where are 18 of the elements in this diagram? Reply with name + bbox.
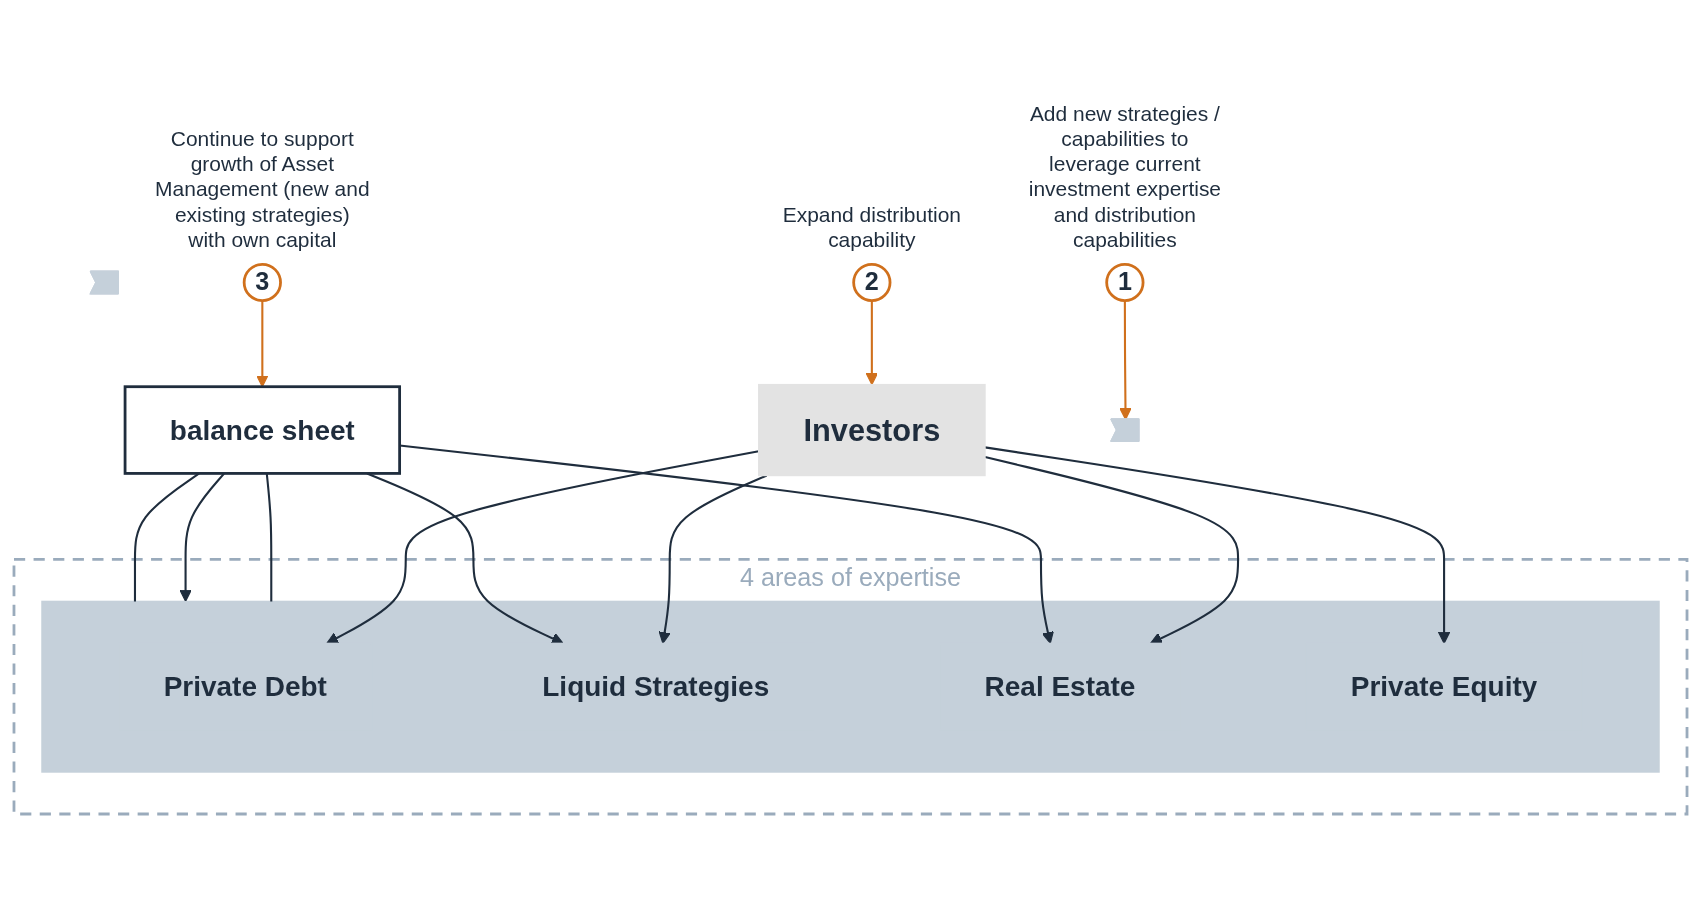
node-text: Private Equity bbox=[1350, 671, 1538, 703]
callout-text: Continue to support growth of Asset Management (new and existing strategies) with own capital bbox=[155, 127, 370, 251]
connector bbox=[265, 473, 273, 602]
arrow bbox=[399, 444, 1054, 644]
node-text: Private Debt bbox=[163, 671, 327, 703]
node-box: balance sheet bbox=[123, 385, 401, 475]
node-text: Liquid Strategies bbox=[542, 671, 770, 703]
node-text: Real Estate bbox=[984, 671, 1136, 703]
node-circle: 2 bbox=[852, 262, 892, 303]
callout-text: Expand distribution capability bbox=[782, 202, 962, 251]
node-circle: 3 bbox=[242, 262, 282, 303]
callout-text: Add new strategies / capabilities to leverage current investment expertise and distribution capabilities bbox=[1028, 101, 1222, 251]
arrow bbox=[658, 474, 768, 644]
node-circle: 1 bbox=[1105, 262, 1145, 303]
cluster bbox=[41, 600, 1660, 773]
arrow bbox=[865, 300, 878, 386]
arrow bbox=[326, 450, 759, 644]
node-box: Investors bbox=[757, 383, 986, 477]
